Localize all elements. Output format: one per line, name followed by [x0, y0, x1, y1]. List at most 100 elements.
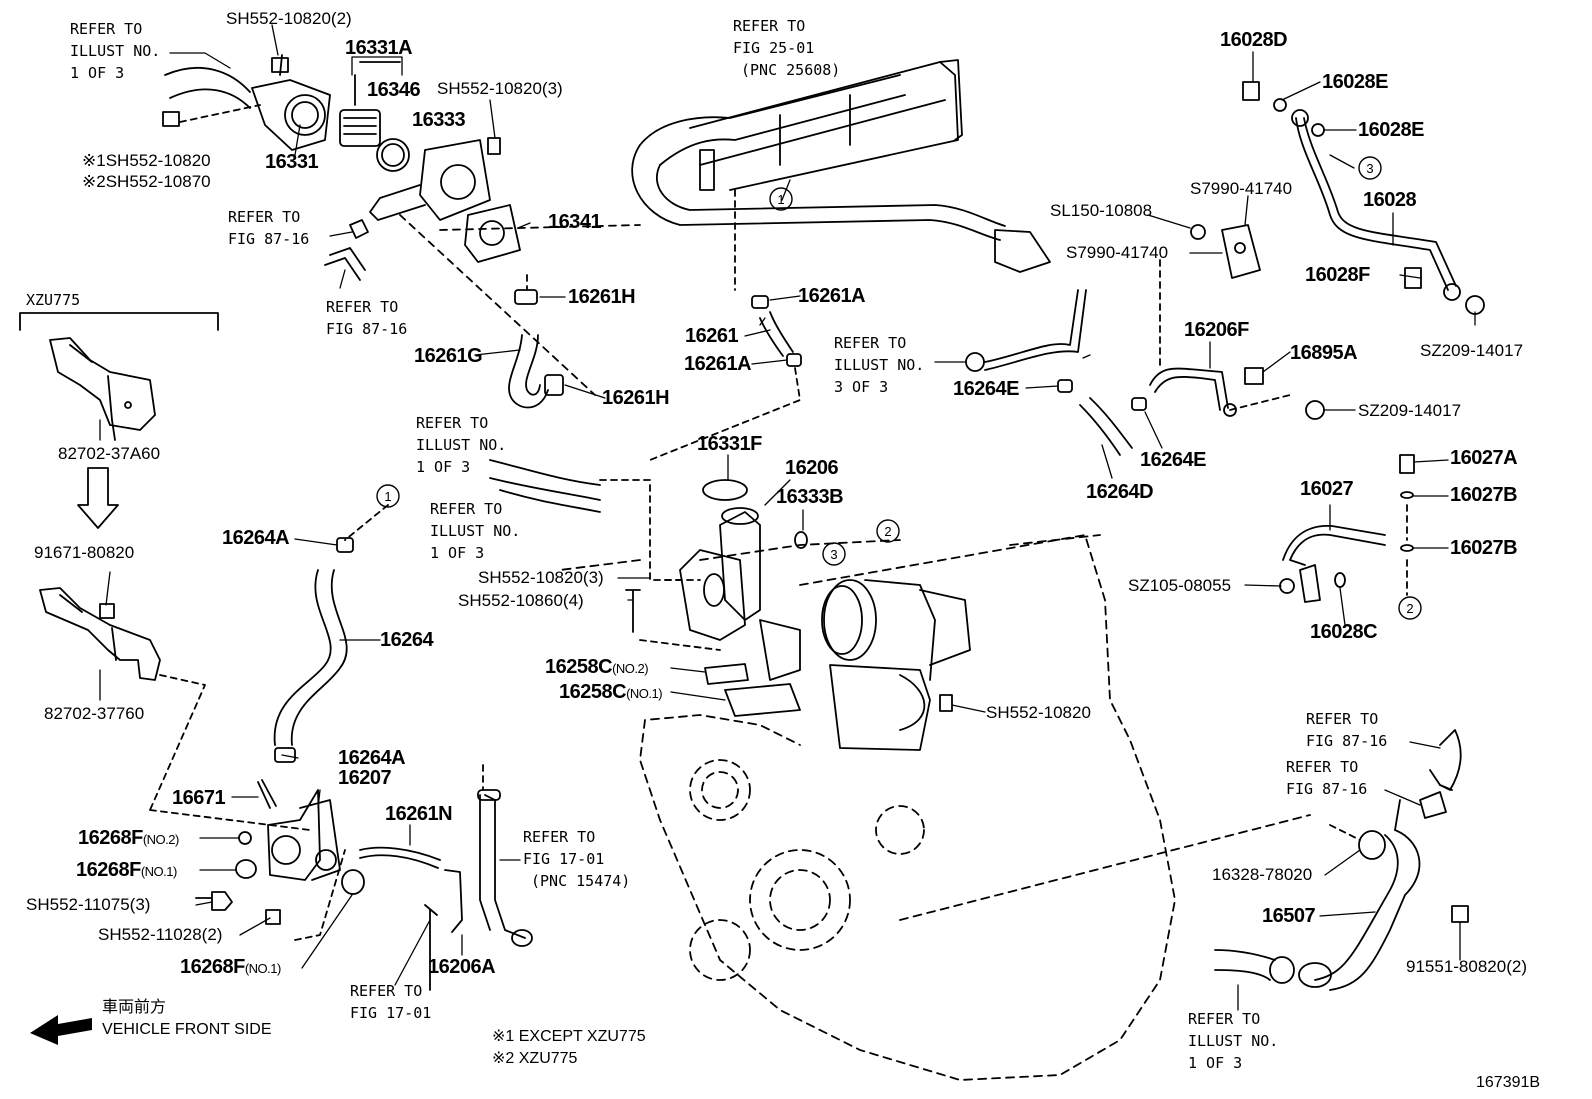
part-number: 16268F: [76, 859, 141, 881]
callout-3-a: [822, 542, 846, 566]
direction-jp: 車両前方: [102, 999, 167, 1016]
qualifier: (NO.2): [612, 661, 649, 676]
ref-line: REFER TO: [228, 208, 301, 226]
pipe-pnc15474: [477, 764, 533, 947]
variant-label-xzu775: XZU775: [26, 291, 81, 309]
label-16341: 16341: [548, 211, 602, 233]
ref-fig-87-16-a: REFER TO FIG 87-16: [228, 206, 309, 250]
label-16333: 16333: [412, 109, 466, 131]
ref-line: REFER TO: [834, 334, 907, 352]
ref-illust-1of3-mid-b: REFER TO ILLUST NO. 1 OF 3: [430, 498, 520, 564]
footnote-1: ※1 EXCEPT XZU775: [492, 1028, 646, 1045]
label-16331: 16331: [265, 151, 319, 173]
ref-fig-25-01: REFER TO FIG 25-01 (PNC 25608): [733, 15, 840, 81]
label-16258c-no1: 16258C(NO.1): [559, 682, 663, 702]
qualifier: (NO.2): [142, 832, 180, 847]
label-sz209-14017-a: SZ209-14017: [1420, 341, 1524, 360]
callout-text: 1: [384, 489, 391, 504]
label-16895a: 16895A: [1290, 342, 1358, 364]
ref-line: REFER TO: [523, 828, 596, 846]
callout-1-a: [769, 187, 793, 211]
turbo-housing: [821, 579, 971, 751]
label-16261n: 16261N: [385, 803, 453, 825]
callout-1-b: [376, 484, 400, 508]
ref-fig-17-01: REFER TO FIG 17-01: [350, 980, 431, 1024]
callout-circles: [376, 156, 1422, 620]
code: SH552-10870: [105, 172, 211, 191]
ref-illust-1of3-mid-a: REFER TO ILLUST NO. 1 OF 3: [416, 412, 506, 478]
label-16206f: 16206F: [1184, 319, 1249, 341]
label-16331a: 16331A: [345, 37, 413, 59]
label-16333b: 16333B: [776, 486, 844, 508]
label-s7990-41740-a: S7990-41740: [1190, 179, 1293, 198]
ref-fig-87-16-c: REFER TO FIG 87-16: [1306, 708, 1387, 752]
label-16207: 16207: [338, 767, 392, 789]
ref-line: (PNC 25608): [741, 61, 841, 79]
water-pump-16207: [195, 779, 463, 991]
label-16268f-no1-a: 16268F(NO.1): [76, 860, 177, 880]
ref-line: (PNC 15474): [531, 872, 631, 890]
label-16264: 16264: [380, 629, 434, 651]
ref-line: 1 OF 3: [1188, 1054, 1243, 1072]
label-mark2-sh552-10870: ※2SH552-10870: [82, 173, 211, 190]
label-16331f: 16331F: [697, 433, 762, 455]
callout-2-a: [876, 519, 900, 543]
ref-line: FIG 87-16: [228, 230, 310, 248]
ref-line: FIG 87-16: [1306, 732, 1388, 750]
label-16264e-a: 16264E: [953, 378, 1019, 400]
label-sz209-14017-b: SZ209-14017: [1358, 401, 1462, 420]
label-16027b-b: 16027B: [1450, 537, 1518, 559]
label-16028f: 16028F: [1305, 264, 1370, 286]
part-number: 16268F: [78, 827, 143, 849]
down-arrow: [77, 467, 119, 529]
ref-line: REFER TO: [70, 20, 143, 38]
callout-2-b: [1398, 596, 1422, 620]
ref-line: REFER TO: [326, 298, 399, 316]
label-sh552-11028-2: SH552-11028(2): [98, 925, 223, 944]
ref-line: FIG 17-01: [523, 850, 605, 868]
ref-illust-3of3: REFER TO ILLUST NO. 3 OF 3: [834, 332, 924, 398]
footnote-2: ※2 XZU775: [492, 1050, 578, 1067]
footnotes: ※1 EXCEPT XZU775 ※2 XZU775: [492, 1026, 646, 1070]
label-s7990-41740-b: S7990-41740: [1066, 243, 1169, 262]
code: SH552-10820: [105, 151, 211, 170]
ref-line: REFER TO: [1306, 710, 1379, 728]
direction-label: 車両前方 VEHICLE FRONT SIDE: [102, 997, 272, 1041]
leader-lines: [99, 24, 1476, 1011]
qualifier: (NO.1): [626, 686, 663, 701]
egr-pipe-assembly: [631, 59, 1051, 273]
ref-line: 1 OF 3: [70, 64, 125, 82]
ref-line: REFER TO: [1286, 758, 1359, 776]
callout-text: 3: [830, 547, 837, 562]
label-mark1-sh552-10820: ※1SH552-10820: [82, 152, 211, 169]
label-16028e-a: 16028E: [1322, 71, 1388, 93]
ref-fig-87-16-b: REFER TO FIG 87-16: [326, 296, 407, 340]
label-sh552-11075-3: SH552-11075(3): [26, 895, 151, 914]
ref-line: ILLUST NO.: [416, 436, 507, 454]
engine-block-outline: [559, 534, 1311, 1081]
label-sz105-08055: SZ105-08055: [1128, 576, 1232, 595]
callout-text: 2: [1406, 601, 1413, 616]
label-16264a-bottom: 16264A: [338, 747, 406, 769]
ref-line: REFER TO: [350, 982, 423, 1000]
ref-line: REFER TO: [416, 414, 489, 432]
label-sh552-10820-3-mid: SH552-10820(3): [478, 568, 604, 587]
callout-3-b: [1358, 156, 1382, 180]
mark1: ※1: [82, 151, 106, 170]
hoses-16331f-16206: [489, 459, 808, 681]
ref-line: FIG 87-16: [326, 320, 408, 338]
label-16268f-no1-b: 16268F(NO.1): [180, 957, 281, 977]
ref-line: 1 OF 3: [430, 544, 485, 562]
label-82702-37760: 82702-37760: [44, 704, 145, 723]
ref-line: 1 OF 3: [416, 458, 471, 476]
label-16028: 16028: [1363, 189, 1417, 211]
label-91551-80820-2: 91551-80820(2): [1406, 957, 1527, 976]
label-sl150-10808: SL150-10808: [1050, 201, 1153, 220]
label-16671: 16671: [172, 787, 226, 809]
label-16264e-b: 16264E: [1140, 449, 1206, 471]
label-16261a-top: 16261A: [798, 285, 866, 307]
bracket-82702-37760: [39, 587, 311, 831]
thermostat-housing-group: [162, 54, 641, 396]
label-16206a: 16206A: [428, 956, 496, 978]
qualifier: (NO.1): [140, 864, 178, 879]
